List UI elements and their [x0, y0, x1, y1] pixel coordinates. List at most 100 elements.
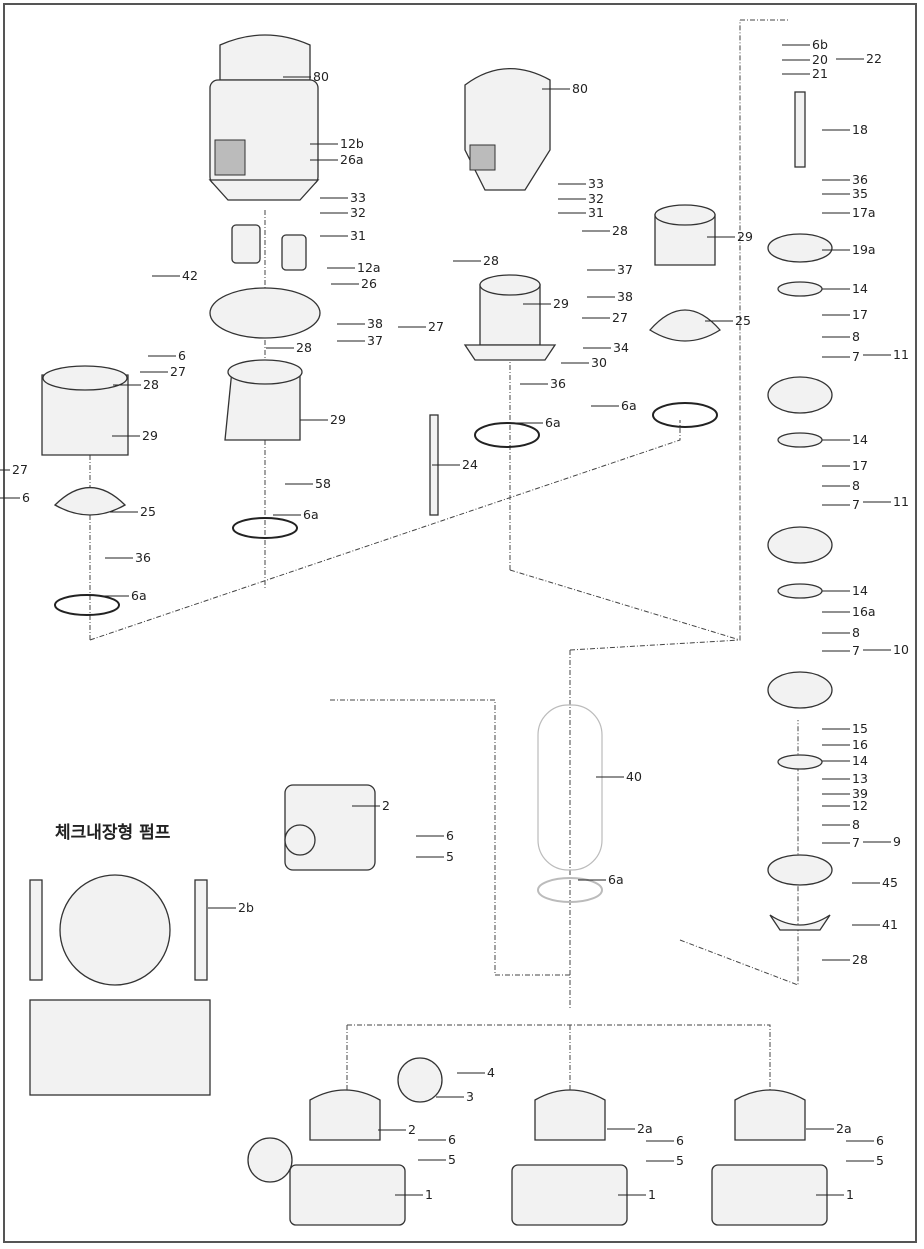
part-label-3: 3 [466, 1089, 474, 1104]
part-label-6: 6 [446, 828, 454, 843]
part-label-80: 80 [313, 69, 329, 84]
part-label-16a: 16a [852, 604, 876, 619]
part-label-15: 15 [852, 721, 868, 736]
part-label-6: 6 [676, 1133, 684, 1148]
o-ring [652, 402, 718, 428]
part-label-29: 29 [330, 412, 346, 427]
part-label-20: 20 [812, 52, 828, 67]
part-label-36: 36 [550, 376, 566, 391]
part-label-7: 7 [852, 497, 860, 512]
part-label-14: 14 [852, 753, 868, 768]
casing-parts [29, 704, 828, 1226]
part-label-13: 13 [852, 771, 868, 786]
part-label-32: 32 [350, 205, 366, 220]
part-label-58: 58 [315, 476, 331, 491]
part-label-14: 14 [852, 432, 868, 447]
part-label-41: 41 [882, 917, 898, 932]
motor-middle [464, 68, 551, 191]
part-label-5: 5 [876, 1153, 884, 1168]
part-label-34: 34 [613, 340, 629, 355]
o-ring [232, 517, 298, 539]
part-label-28: 28 [296, 340, 312, 355]
part-label-9: 9 [893, 834, 901, 849]
motor-left [208, 34, 320, 201]
part-label-17: 17 [852, 307, 868, 322]
part-label-1: 1 [846, 1187, 854, 1202]
part-label-36: 36 [852, 172, 868, 187]
part-label-5: 5 [676, 1153, 684, 1168]
part-label-17a: 17a [852, 205, 876, 220]
part-labels: 8012b26a333231422862728292927625586a366a… [0, 37, 909, 1202]
coupling-left [231, 224, 307, 271]
part-label-6b: 6b [812, 37, 828, 52]
part-label-1: 1 [648, 1187, 656, 1202]
part-label-42: 42 [182, 268, 198, 283]
part-label-7: 7 [852, 643, 860, 658]
part-label-2: 2 [408, 1122, 416, 1137]
diagram-title: 체크내장형 펌프 [55, 823, 171, 843]
part-label-24: 24 [462, 457, 478, 472]
part-label-33: 33 [588, 176, 604, 191]
lantern-left [41, 359, 303, 516]
part-label-28: 28 [483, 253, 499, 268]
part-label-25: 25 [735, 313, 751, 328]
part-label-27: 27 [170, 364, 186, 379]
part-label-36: 36 [135, 550, 151, 565]
part-label-8: 8 [852, 478, 860, 493]
part-label-21: 21 [812, 66, 828, 81]
lantern-middle [429, 204, 721, 516]
diagram-frame [3, 3, 917, 1243]
part-label-35: 35 [852, 186, 868, 201]
part-label-16: 16 [852, 737, 868, 752]
part-label-2b: 2b [238, 900, 254, 915]
part-label-12: 12 [852, 798, 868, 813]
part-label-33: 33 [350, 190, 366, 205]
part-label-37: 37 [617, 262, 633, 277]
part-label-6: 6 [178, 348, 186, 363]
part-label-8: 8 [852, 625, 860, 640]
part-label-1: 1 [425, 1187, 433, 1202]
part-label-6: 6 [448, 1132, 456, 1147]
part-label-32: 32 [588, 191, 604, 206]
part-label-12b: 12b [340, 136, 364, 151]
part-label-6a: 6a [621, 398, 637, 413]
part-label-7: 7 [852, 349, 860, 364]
part-label-40: 40 [626, 769, 642, 784]
part-label-10: 10 [893, 642, 909, 657]
part-label-11: 11 [893, 494, 909, 509]
part-label-6a: 6a [608, 872, 624, 887]
part-label-8: 8 [852, 329, 860, 344]
part-label-25: 25 [140, 504, 156, 519]
part-label-31: 31 [588, 205, 604, 220]
part-label-6a: 6a [131, 588, 147, 603]
o-ring [474, 422, 540, 448]
part-label-14: 14 [852, 583, 868, 598]
part-label-2a: 2a [836, 1121, 852, 1136]
part-label-27: 27 [12, 462, 28, 477]
part-label-17: 17 [852, 458, 868, 473]
part-label-14: 14 [852, 281, 868, 296]
part-label-6a: 6a [303, 507, 319, 522]
part-label-2: 2 [382, 798, 390, 813]
part-label-6: 6 [22, 490, 30, 505]
part-label-26: 26 [361, 276, 377, 291]
part-label-5: 5 [446, 849, 454, 864]
part-label-29: 29 [142, 428, 158, 443]
part-label-26a: 26a [340, 152, 364, 167]
part-label-4: 4 [487, 1065, 495, 1080]
part-label-38: 38 [617, 289, 633, 304]
part-label-6a: 6a [545, 415, 561, 430]
impeller-stack [767, 91, 833, 931]
part-label-37: 37 [367, 333, 383, 348]
part-label-22: 22 [866, 51, 882, 66]
part-label-27: 27 [612, 310, 628, 325]
part-label-38: 38 [367, 316, 383, 331]
adapter-flange-42 [209, 287, 321, 339]
part-label-12a: 12a [357, 260, 381, 275]
part-label-7: 7 [852, 835, 860, 850]
o-ring [54, 594, 120, 616]
part-label-27: 27 [428, 319, 444, 334]
part-label-28: 28 [143, 377, 159, 392]
part-label-28: 28 [852, 952, 868, 967]
